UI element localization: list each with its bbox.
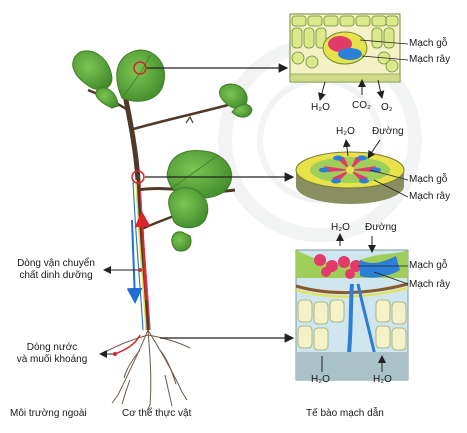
- leaf-mid-small: [95, 87, 119, 109]
- caption-vascular-cells: Tế bào mạch dẫn: [306, 408, 384, 419]
- stem-cross-section: [295, 139, 409, 204]
- leaf-h2o-label: H₂O: [311, 102, 330, 113]
- root-sugar-label: Đường: [365, 222, 397, 233]
- root-bottom-h2o-right-label: H₂O: [373, 374, 392, 385]
- caption-outside-environment: Môi trường ngoài: [10, 408, 87, 419]
- leaf-lower-small: [171, 231, 192, 252]
- leaf-cross-section: [289, 13, 409, 101]
- root-tissue-block: [295, 233, 409, 381]
- water-flow-label: Dòng nước và muối khoáng: [16, 342, 88, 365]
- leaf-focus-circle: [133, 61, 147, 75]
- stem-focus-circle: [131, 170, 145, 184]
- root-xylem-label: Mạch gỗ: [409, 260, 448, 271]
- plant: [72, 49, 253, 412]
- leaf-o2-label: O₂: [381, 102, 393, 113]
- stem-phloem-label: Mạch rây: [409, 191, 451, 202]
- nutrient-flow-label: Dòng vận chuyển chất dinh dưỡng: [17, 258, 95, 281]
- leaf-left: [72, 50, 113, 91]
- leaf-top: [116, 49, 165, 102]
- leaf-co2-label: CO₂: [352, 100, 371, 111]
- leaf-mid-large: [166, 150, 232, 199]
- leaf-xylem-label: Mạch gỗ: [409, 38, 448, 49]
- root-bottom-h2o-left-label: H₂O: [311, 374, 330, 385]
- root-phloem-label: Mạch rây: [409, 279, 451, 290]
- leaf-phloem-label: Mạch rây: [409, 54, 451, 65]
- root-h2o-label: H₂O: [331, 222, 350, 233]
- plant-stem: [122, 94, 151, 331]
- stem-sugar-label: Đường: [372, 126, 404, 137]
- roots: [104, 329, 191, 412]
- leaf-right-top2: [231, 103, 253, 118]
- caption-plant-body: Cơ thể thực vật: [122, 408, 192, 419]
- stem-xylem-label: Mạch gỗ: [409, 174, 448, 185]
- stem-h2o-label: H₂O: [336, 126, 355, 137]
- leaf-lower: [168, 187, 209, 229]
